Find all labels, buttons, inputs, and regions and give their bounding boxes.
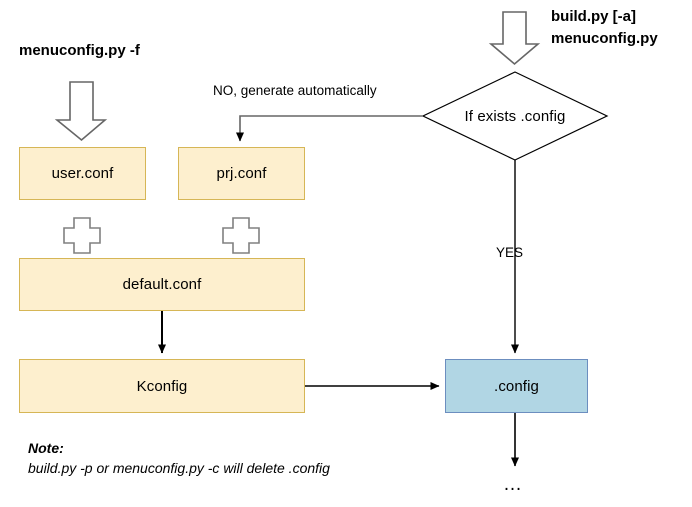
node-decision-label: If exists .config: [464, 107, 566, 125]
label-menuconfig-f: menuconfig.py -f: [19, 42, 140, 59]
node-kconfig-label: Kconfig: [136, 377, 188, 395]
node-kconfig[interactable]: Kconfig: [19, 359, 305, 413]
note-block: Note: build.py -p or menuconfig.py -c wi…: [28, 440, 330, 476]
node-terminator-ellipsis: …: [503, 474, 523, 495]
plus-icon-left: [63, 217, 101, 254]
node-prj-conf-label: prj.conf: [216, 165, 267, 182]
plus-icon-right: [222, 217, 260, 254]
note-body: build.py -p or menuconfig.py -c will del…: [28, 460, 330, 476]
edge-label-no: NO, generate automatically: [213, 83, 377, 98]
label-buildpy-a: build.py [-a]: [551, 8, 636, 25]
label-menuconfigpy: menuconfig.py: [551, 30, 658, 47]
block-arrow-right: [488, 11, 541, 66]
node-config[interactable]: .config: [445, 359, 588, 413]
node-prj-conf[interactable]: prj.conf: [178, 147, 305, 200]
node-default-conf-label: default.conf: [122, 276, 202, 293]
edge-no-branch: [236, 115, 423, 142]
node-default-conf[interactable]: default.conf: [19, 258, 305, 311]
block-arrow-left: [54, 81, 108, 142]
node-decision-label-wrap[interactable]: If exists .config: [423, 104, 607, 128]
node-user-conf-label: user.conf: [51, 165, 114, 182]
note-title: Note:: [28, 440, 64, 456]
node-config-label: .config: [494, 377, 539, 395]
edge-label-yes: YES: [496, 245, 524, 260]
node-user-conf[interactable]: user.conf: [19, 147, 146, 200]
